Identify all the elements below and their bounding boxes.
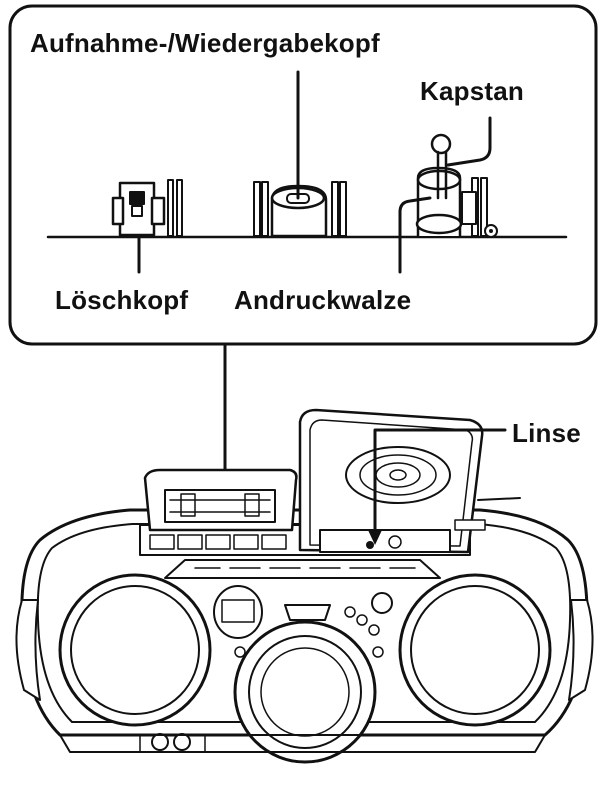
erase-head-drawing — [111, 179, 183, 237]
label-lens: Linse — [512, 418, 581, 448]
callout-box — [8, 4, 598, 346]
capstan-pointer — [446, 116, 492, 167]
label-pinch-roller: Andruckwalze — [234, 285, 412, 315]
capstan-pinch-roller-drawing — [415, 133, 498, 238]
lens-pointer-arrowhead — [368, 530, 382, 545]
lens-pointer — [373, 428, 507, 542]
label-record-playback-head: Aufnahme-/Wiedergabekopf — [30, 28, 380, 58]
boombox-drawing — [15, 408, 594, 764]
label-erase-head: Löschkopf — [55, 285, 189, 315]
label-capstan: Kapstan — [420, 76, 524, 106]
pinch-roller-pointer — [398, 196, 432, 274]
record-playback-head-drawing — [253, 181, 347, 238]
